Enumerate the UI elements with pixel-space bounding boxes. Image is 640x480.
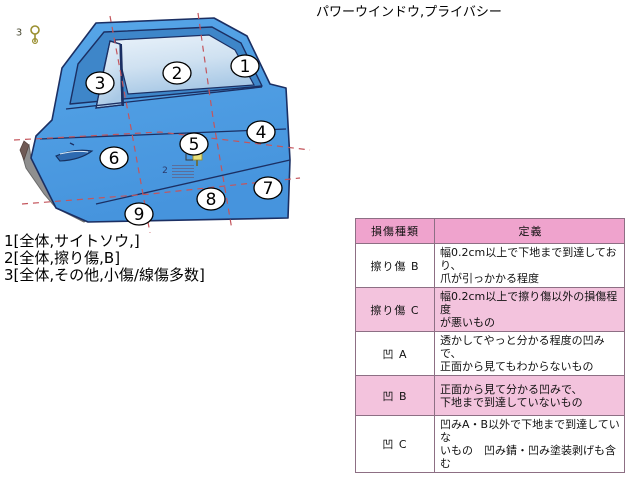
svg-text:1: 1 bbox=[240, 57, 251, 77]
svg-text:9: 9 bbox=[134, 205, 145, 225]
hatch-label: 2 bbox=[162, 166, 168, 176]
marker-3: 3 bbox=[85, 71, 115, 95]
header-damage-type: 損傷種類 bbox=[355, 218, 435, 244]
damage-list: 1[全体,サイトソウ,] 2[全体,擦り傷,B] 3[全体,その他,小傷/線傷多… bbox=[4, 233, 205, 284]
marker-5: 5 bbox=[179, 132, 209, 156]
hatch-marker-2: 2 bbox=[162, 164, 194, 178]
definition-line: 正面から見て分かる凹みで、 bbox=[440, 382, 583, 396]
definition-line: 凹みA・B以外で下地まで到達していな bbox=[440, 418, 620, 444]
row-definition: 幅0.2cm以上で下地まで到達しており、 爪が引っかかる程度 bbox=[434, 243, 625, 288]
marker-8: 8 bbox=[196, 187, 226, 211]
definition-line: 幅0.2cm以上で下地まで到達しており、 bbox=[440, 246, 617, 272]
top-caption: パワーウインドウ,プライバシー bbox=[316, 5, 502, 20]
vehicle-door-diagram: 2 3 1 2 3 4 5 6 bbox=[0, 8, 320, 233]
corner-label: 3 bbox=[16, 28, 22, 39]
table-header-row: 損傷種類 定義 bbox=[355, 218, 625, 244]
damage-list-item: 1[全体,サイトソウ,] bbox=[4, 232, 140, 250]
table-row: 擦り傷 C 幅0.2cm以上で擦り傷以外の損傷程度 が悪いもの bbox=[355, 287, 625, 332]
definition-line: 透かしてやっと分かる程度の凹みで、 bbox=[440, 334, 605, 360]
row-definition: 幅0.2cm以上で擦り傷以外の損傷程度 が悪いもの bbox=[434, 287, 625, 332]
svg-text:8: 8 bbox=[206, 190, 217, 210]
svg-text:6: 6 bbox=[109, 149, 120, 169]
table-row: 凹 B 正面から見て分かる凹みで、 下地まで到達していないもの bbox=[355, 375, 625, 416]
row-type: 凹 C bbox=[355, 415, 435, 473]
corner-key-marker: 3 bbox=[16, 25, 40, 45]
marker-9: 9 bbox=[124, 202, 154, 226]
definition-line: いもの 凹み錆・凹み塗装剥げも含む bbox=[440, 444, 616, 470]
definition-line: 正面から見てもわからないもの bbox=[440, 360, 594, 373]
table-row: 擦り傷 B 幅0.2cm以上で下地まで到達しており、 爪が引っかかる程度 bbox=[355, 243, 625, 288]
marker-6: 6 bbox=[99, 146, 129, 170]
row-definition: 凹みA・B以外で下地まで到達していな いもの 凹み錆・凹み塗装剥げも含む bbox=[434, 415, 625, 473]
definition-line: 爪が引っかかる程度 bbox=[440, 272, 539, 285]
definition-line: が悪いもの bbox=[440, 316, 495, 329]
row-definition: 正面から見て分かる凹みで、 下地まで到達していないもの bbox=[434, 375, 625, 416]
row-type: 凹 B bbox=[355, 375, 435, 416]
row-type: 凹 A bbox=[355, 331, 435, 376]
header-definition: 定義 bbox=[434, 218, 625, 244]
marker-group: 1 2 3 4 5 6 7 8 9 bbox=[85, 54, 283, 226]
marker-1: 1 bbox=[230, 54, 260, 78]
svg-text:5: 5 bbox=[189, 135, 200, 155]
damage-list-item: 2[全体,擦り傷,B] bbox=[4, 249, 121, 267]
definition-line: 幅0.2cm以上で擦り傷以外の損傷程度 bbox=[440, 290, 618, 316]
row-type: 擦り傷 B bbox=[355, 243, 435, 288]
damage-legend-table: 損傷種類 定義 擦り傷 B 幅0.2cm以上で下地まで到達しており、 爪が引っか… bbox=[355, 218, 625, 473]
guide-dashed-lines bbox=[13, 12, 311, 233]
svg-text:4: 4 bbox=[256, 123, 267, 143]
marker-4: 4 bbox=[246, 120, 276, 144]
definition-line: 下地まで到達していないもの bbox=[440, 395, 583, 409]
table-row: 凹 C 凹みA・B以外で下地まで到達していな いもの 凹み錆・凹み塗装剥げも含む bbox=[355, 415, 625, 473]
marker-2: 2 bbox=[162, 61, 192, 85]
damage-list-item: 3[全体,その他,小傷/線傷多数] bbox=[4, 266, 205, 284]
svg-text:7: 7 bbox=[263, 179, 274, 199]
marker-7: 7 bbox=[253, 176, 283, 200]
row-type: 擦り傷 C bbox=[355, 287, 435, 332]
row-definition: 透かしてやっと分かる程度の凹みで、 正面から見てもわからないもの bbox=[434, 331, 625, 376]
panel-crease-lines bbox=[39, 86, 291, 205]
table-row: 凹 A 透かしてやっと分かる程度の凹みで、 正面から見てもわからないもの bbox=[355, 331, 625, 376]
svg-text:3: 3 bbox=[95, 74, 106, 94]
svg-text:2: 2 bbox=[172, 64, 183, 84]
door-handle-icon bbox=[55, 149, 94, 162]
